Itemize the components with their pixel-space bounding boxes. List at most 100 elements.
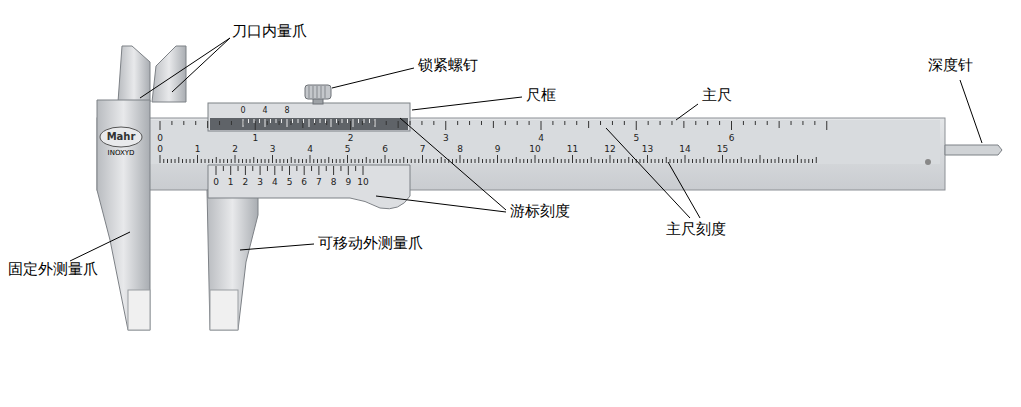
tick [333, 166, 334, 175]
tick [332, 159, 333, 163]
tick [296, 166, 297, 171]
tick [718, 159, 719, 163]
tick [350, 121, 351, 130]
tick [624, 121, 625, 125]
tick [445, 121, 446, 130]
part-label: 刀口内量爪 [232, 24, 307, 39]
tick [287, 119, 288, 127]
tick [660, 121, 661, 125]
tick [643, 159, 644, 163]
tick [572, 155, 573, 163]
tick [219, 121, 220, 125]
tick [326, 166, 327, 171]
tick [370, 159, 371, 163]
tick [267, 166, 268, 171]
tick [362, 159, 363, 163]
tick [340, 166, 341, 171]
screw-head [305, 85, 331, 99]
tick [726, 159, 727, 163]
tick [392, 159, 393, 163]
movable-outer-jaw [207, 190, 258, 330]
tick [207, 121, 208, 128]
scale-number: 0 [240, 107, 245, 115]
tick [227, 159, 228, 163]
tick [782, 159, 783, 163]
tick [238, 159, 239, 163]
tick [302, 159, 303, 163]
scale-number: 0 [157, 145, 163, 154]
tick [512, 159, 513, 163]
tick [254, 119, 255, 123]
tick [651, 159, 652, 163]
tick [246, 159, 247, 163]
tick [178, 157, 179, 163]
tick [598, 159, 599, 163]
scale-number: 4 [262, 107, 267, 115]
tick [281, 119, 282, 123]
tick [230, 166, 231, 175]
tick [755, 121, 756, 125]
tick [283, 159, 284, 163]
tick [671, 121, 672, 125]
tick [193, 159, 194, 163]
tick [197, 155, 198, 163]
tick [662, 159, 663, 163]
depth-rod [945, 145, 1002, 155]
tick [252, 166, 253, 171]
tick [270, 119, 271, 123]
tick [486, 159, 487, 163]
tick [802, 121, 803, 125]
tick [541, 121, 542, 130]
fixed-inner-jaw [118, 46, 150, 102]
tick [386, 121, 387, 125]
tick [711, 159, 712, 163]
scale-number: 7 [420, 145, 426, 154]
tick [497, 155, 498, 163]
tick [621, 159, 622, 163]
tick [160, 121, 161, 130]
tick [250, 159, 251, 163]
tick [602, 159, 603, 163]
tick [292, 119, 293, 123]
tick [231, 159, 232, 163]
tick [531, 159, 532, 163]
part-label: 深度针 [928, 58, 973, 73]
tick [220, 159, 221, 163]
tick [700, 159, 701, 163]
tick [478, 157, 479, 163]
tick [583, 159, 584, 163]
tick [814, 121, 815, 125]
tick [328, 157, 329, 163]
scale-number: 9 [495, 145, 501, 154]
tick [553, 157, 554, 163]
tick [576, 159, 577, 163]
tick [314, 119, 315, 123]
tick [535, 155, 536, 163]
tick [564, 121, 565, 125]
tick [673, 159, 674, 163]
tick [508, 159, 509, 163]
scale-number: 1 [195, 145, 201, 154]
tick [445, 159, 446, 163]
knurling [309, 86, 325, 98]
tick [426, 159, 427, 163]
tick [338, 121, 339, 125]
tick [505, 121, 506, 125]
tick [289, 166, 290, 175]
tick [538, 159, 539, 163]
tick [505, 159, 506, 163]
tick [317, 159, 318, 163]
tick [306, 159, 307, 163]
tick [703, 157, 704, 163]
tick [398, 121, 399, 128]
scale-number: 8 [284, 107, 289, 115]
tick [298, 119, 299, 123]
tick [351, 159, 352, 163]
tick [523, 159, 524, 163]
tick [600, 121, 601, 125]
tick [771, 159, 772, 163]
scale-number: 12 [604, 145, 615, 154]
scale-number: 10 [357, 178, 368, 187]
tick [628, 157, 629, 163]
tick [613, 159, 614, 163]
